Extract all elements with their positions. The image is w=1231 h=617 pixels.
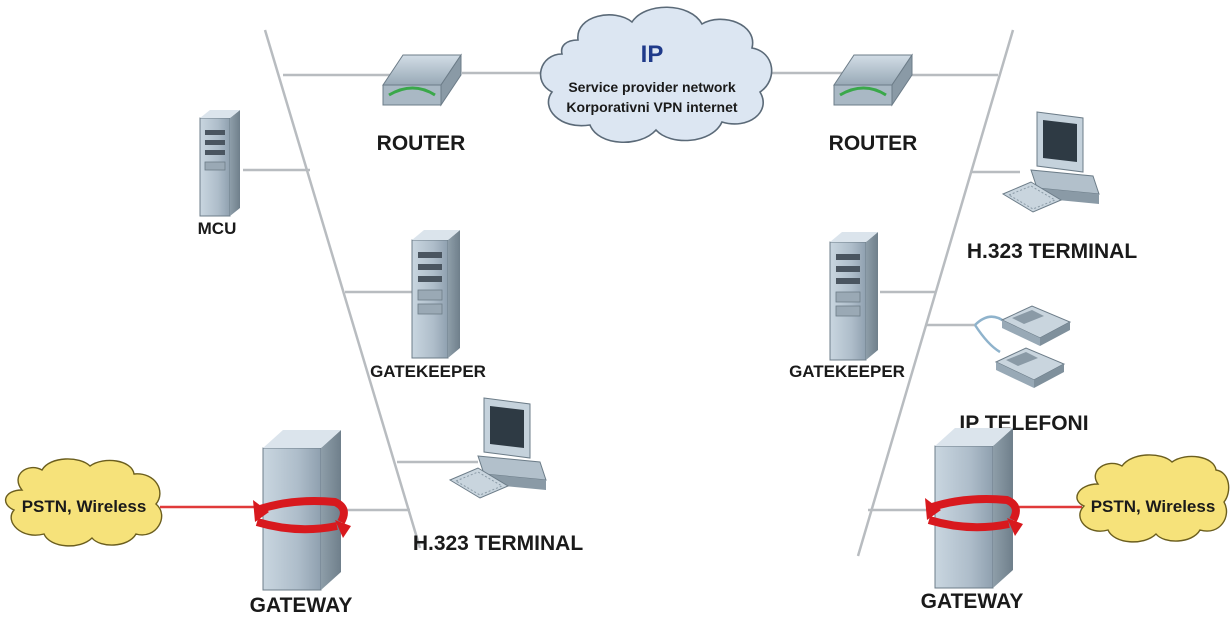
cloud-line-1: Service provider network bbox=[568, 79, 736, 95]
left-gateway-icon bbox=[253, 430, 351, 591]
right-gatekeeper-label: GATEKEEPER bbox=[789, 362, 905, 381]
cloud-line-2: Korporativni VPN internet bbox=[566, 99, 737, 115]
right-router-label: ROUTER bbox=[829, 132, 918, 155]
mcu-icon bbox=[199, 110, 240, 217]
right-gatekeeper-icon bbox=[829, 232, 878, 361]
left-terminal-icon bbox=[448, 397, 547, 499]
left-router-label: ROUTER bbox=[377, 132, 466, 155]
right-terminal-icon bbox=[1001, 111, 1100, 213]
left-pstn-label: PSTN, Wireless bbox=[22, 497, 147, 516]
right-gateway-label: GATEWAY bbox=[921, 590, 1024, 613]
right-pstn-shape bbox=[1076, 454, 1230, 543]
network-lines bbox=[243, 29, 1020, 557]
left-pstn-cloud: PSTN, Wireless bbox=[4, 458, 163, 547]
left-backbone-line bbox=[263, 29, 422, 549]
mcu-label: MCU bbox=[198, 219, 237, 238]
right-gateway-icon bbox=[925, 428, 1023, 589]
cloud-title: IP bbox=[641, 41, 664, 68]
left-terminal-label: H.323 TERMINAL bbox=[413, 532, 584, 555]
right-terminal-label: H.323 TERMINAL bbox=[967, 240, 1138, 263]
left-gatekeeper-label: GATEKEEPER bbox=[370, 362, 486, 381]
left-gateway-label: GATEWAY bbox=[250, 594, 353, 617]
right-backbone-line bbox=[856, 29, 1015, 557]
ip-phones-icon bbox=[973, 305, 1072, 388]
left-pstn-shape bbox=[4, 458, 163, 547]
left-gatekeeper-icon bbox=[411, 230, 460, 359]
right-pstn-cloud: PSTN, Wireless bbox=[1076, 454, 1230, 543]
left-router-icon bbox=[382, 53, 462, 107]
right-pstn-label: PSTN, Wireless bbox=[1091, 497, 1216, 516]
right-router-icon bbox=[833, 53, 913, 107]
cloud-shape bbox=[539, 6, 773, 143]
ip-cloud: IP Service provider network Korporativni… bbox=[539, 6, 773, 143]
